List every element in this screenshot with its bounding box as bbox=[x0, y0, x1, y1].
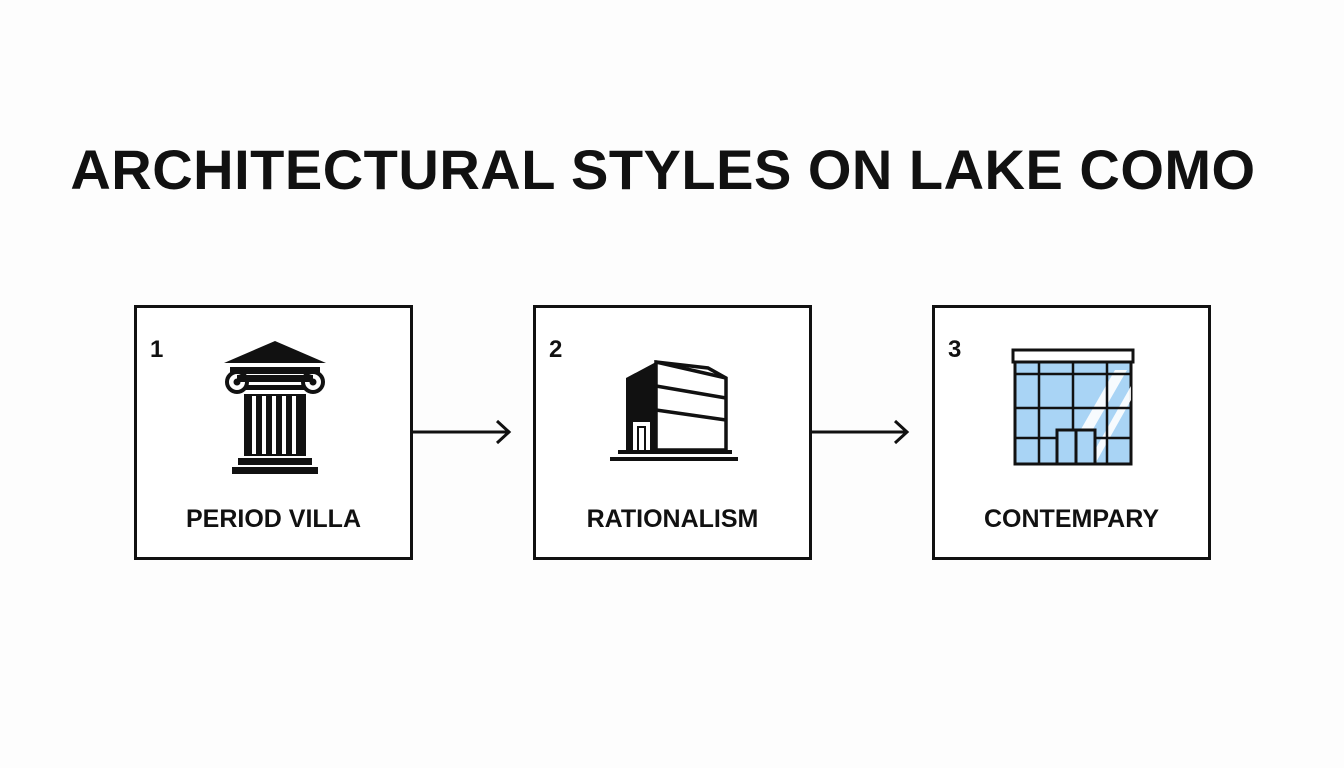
step-number: 3 bbox=[948, 336, 962, 363]
classical-column-icon bbox=[137, 336, 410, 476]
glass-facade-building-icon bbox=[935, 336, 1208, 476]
step-card-rationalism: 2 RATIONALISM bbox=[533, 305, 812, 560]
diagram-title: ARCHITECTURAL STYLES ON LAKE COMO bbox=[70, 138, 1256, 201]
rationalist-building-icon bbox=[536, 336, 809, 476]
step-number: 1 bbox=[150, 336, 164, 363]
step-label: CONTEMPARY bbox=[984, 505, 1159, 533]
arrow-right-icon bbox=[809, 419, 910, 445]
step-label: PERIOD VILLA bbox=[185, 505, 361, 533]
arrow-right-icon bbox=[411, 419, 512, 445]
step-card-contempary: 3 CONTEMPARY bbox=[932, 305, 1211, 560]
step-label: RATIONALISM bbox=[586, 505, 759, 533]
step-card-period-villa: 1 PERIOD VILLA bbox=[134, 305, 413, 560]
step-number: 2 bbox=[549, 336, 563, 363]
